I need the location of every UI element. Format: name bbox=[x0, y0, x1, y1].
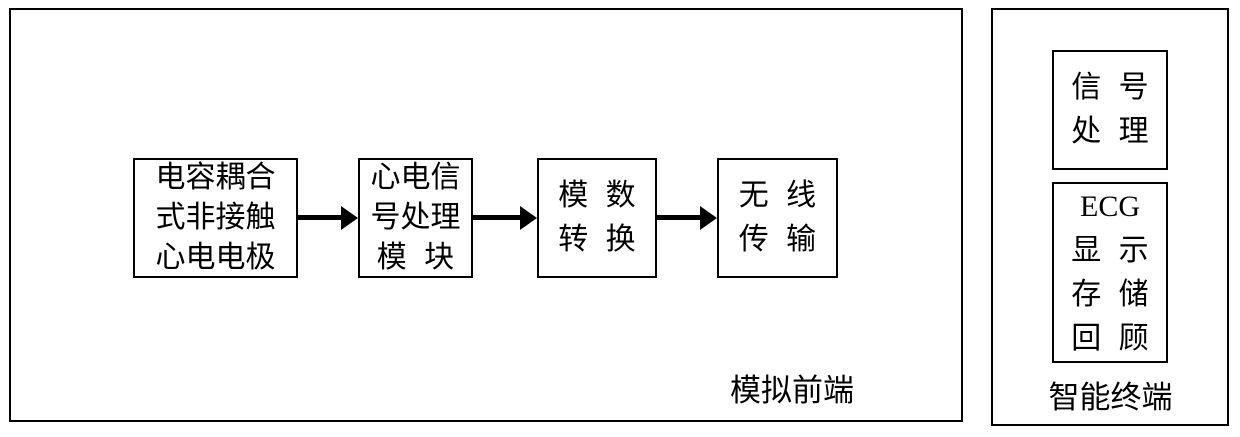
node-ad-conversion: 模数 转换 bbox=[537, 158, 657, 278]
node-signal-processing: 信号 处理 bbox=[1052, 50, 1168, 170]
node-text-line: 模数 bbox=[558, 179, 654, 212]
node-text-line: 心电电极 bbox=[155, 241, 276, 274]
arrow-right-icon bbox=[657, 206, 717, 230]
node-text-line: 无线 bbox=[738, 179, 834, 212]
node-wireless-transmission: 无线 传输 bbox=[717, 158, 838, 278]
node-text-line: 号处理 bbox=[370, 201, 461, 234]
node-text-line: 传输 bbox=[738, 223, 834, 256]
node-text-line: ECG bbox=[1080, 189, 1140, 223]
analog-frontend-label: 模拟前端 bbox=[730, 373, 854, 408]
smart-terminal-label: 智能终端 bbox=[1048, 380, 1173, 415]
node-text-line: 回顾 bbox=[1071, 321, 1167, 355]
node-ecg-display-storage-review: ECG 显示 存储 回顾 bbox=[1052, 182, 1168, 363]
node-text-line: 电容耦合 bbox=[155, 161, 276, 194]
node-text-line: 处理 bbox=[1071, 115, 1167, 148]
node-text-line: 转换 bbox=[558, 223, 654, 256]
node-text-line: 式非接触 bbox=[155, 201, 276, 234]
node-text-line: 存储 bbox=[1071, 277, 1167, 311]
arrow-right-icon bbox=[298, 206, 358, 230]
node-text-line: 信号 bbox=[1071, 71, 1167, 104]
node-text-line: 模块 bbox=[376, 241, 472, 274]
node-text-line: 显示 bbox=[1071, 233, 1167, 267]
node-capacitive-electrode: 电容耦合 式非接触 心电电极 bbox=[133, 158, 298, 278]
node-text-line: 心电信 bbox=[370, 161, 461, 194]
arrow-right-icon bbox=[473, 206, 537, 230]
node-ecg-signal-processing-module: 心电信 号处理 模块 bbox=[358, 158, 473, 278]
